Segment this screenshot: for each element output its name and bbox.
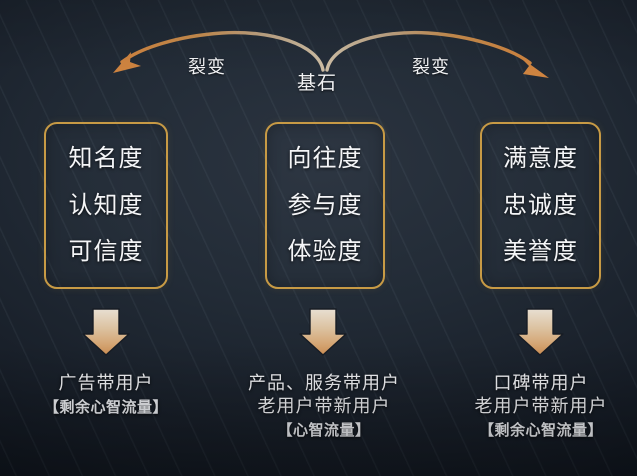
outcome-line-1: 广告带用户 xyxy=(58,373,154,393)
down-arrow-icon-1 xyxy=(82,308,130,356)
outcome-word-of-mouth: 口碑带用户 老用户带新用户 【剩余心智流量】 xyxy=(421,372,637,441)
outcome-line-2: 老用户带新用户 xyxy=(474,396,608,417)
pillar-line: 知名度 xyxy=(68,144,144,172)
outcome-tagline: 【剩余心智流量】 xyxy=(43,399,168,417)
down-arrow-icon-2 xyxy=(299,308,347,356)
pillar-line: 满意度 xyxy=(503,144,578,172)
pillar-line: 美誉度 xyxy=(503,238,578,266)
outcome-line-1: 口碑带用户 xyxy=(493,373,589,393)
pillar-line: 忠诚度 xyxy=(503,191,578,219)
base-stone-label: 基石 xyxy=(297,73,338,94)
pillar-line: 参与度 xyxy=(287,191,363,219)
outcome-product-service: 产品、服务带用户 老用户带新用户 【心智流量】 xyxy=(204,372,444,441)
pillar-line: 可信度 xyxy=(68,238,144,266)
pillar-line: 体验度 xyxy=(287,238,363,266)
outcome-line-1: 产品、服务带用户 xyxy=(248,373,400,393)
outcome-tagline: 【心智流量】 xyxy=(277,422,371,440)
outcome-tagline: 【剩余心智流量】 xyxy=(478,422,603,440)
fission-label-right: 裂变 xyxy=(412,57,450,77)
pillar-line: 认知度 xyxy=(68,191,144,219)
curved-arrow-left-icon xyxy=(113,30,325,73)
outcome-advertising: 广告带用户 【剩余心智流量】 xyxy=(0,372,226,418)
down-arrow-icon-3 xyxy=(516,308,564,356)
pillar-box-awareness[interactable]: 知名度 认知度 可信度 xyxy=(44,122,168,289)
pillar-box-satisfaction[interactable]: 满意度 忠诚度 美誉度 xyxy=(480,122,601,289)
fission-label-left: 裂变 xyxy=(188,57,226,77)
outcome-line-2: 老用户带新用户 xyxy=(257,396,391,417)
curved-arrow-right-icon xyxy=(325,30,549,78)
pillar-box-aspiration[interactable]: 向往度 参与度 体验度 xyxy=(265,122,385,289)
pillar-line: 向往度 xyxy=(287,144,363,172)
